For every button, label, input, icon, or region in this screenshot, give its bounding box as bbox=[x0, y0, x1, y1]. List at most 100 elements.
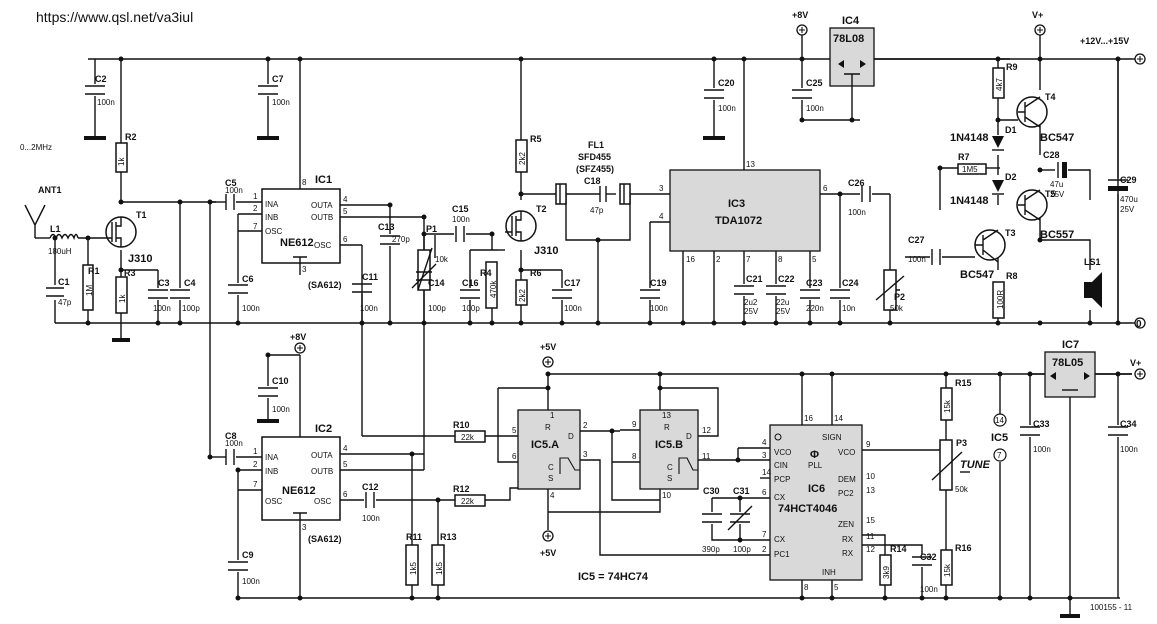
ic3-ref: IC3 bbox=[728, 198, 745, 210]
ic2-ne612: IC2 NE612 (SA612) INA INB OSC OUTA OUTB … bbox=[261, 423, 342, 544]
capacitors-30-ref-label: C31 bbox=[733, 486, 750, 496]
svg-text:12: 12 bbox=[866, 545, 875, 554]
capacitors-21-ref-label: C22 bbox=[778, 274, 795, 284]
resistor-r1: R1 1M bbox=[82, 264, 100, 311]
capacitors-13-value-label: 100p bbox=[428, 304, 446, 313]
capacitors-31-ref-label: C32 bbox=[920, 552, 937, 562]
resistor-r15: R15 15k bbox=[940, 378, 972, 421]
p2-ref: P2 bbox=[894, 292, 905, 302]
ground-symbols bbox=[84, 136, 1080, 618]
r6-value: 2k2 bbox=[518, 289, 527, 302]
capacitors-16-ref-label: C17 bbox=[564, 278, 581, 288]
ic7-78l05: IC7 78L05 bbox=[1044, 339, 1096, 398]
svg-text:7: 7 bbox=[253, 222, 258, 231]
ic3-part: TDA1072 bbox=[715, 215, 762, 227]
capacitors-12-value-label: 270p bbox=[392, 235, 410, 244]
ics-ic5a-pins-3-label: S bbox=[548, 474, 553, 483]
ic1-ref: IC1 bbox=[315, 174, 332, 186]
capacitors-9-value-label: 100n bbox=[272, 405, 290, 414]
capacitor-c24: C24 10n bbox=[830, 278, 859, 313]
r1-value: 1M bbox=[85, 285, 94, 296]
resistor-r9: R9 4k7 bbox=[992, 62, 1018, 99]
ics-ic6-pins-12-label: RX bbox=[842, 535, 854, 544]
fl1-part: SFD455 bbox=[578, 152, 611, 162]
svg-text:5: 5 bbox=[512, 426, 517, 435]
capacitors-30-value-label: 100p bbox=[733, 545, 751, 554]
p1-ref: P1 bbox=[426, 224, 437, 234]
capacitors-23-ref-label: C24 bbox=[842, 278, 859, 288]
rail-terminal-5v-bottom: +5V bbox=[540, 530, 556, 558]
svg-text:6: 6 bbox=[823, 184, 828, 193]
svg-text:2: 2 bbox=[253, 204, 258, 213]
capacitors-14-ref-label: C15 bbox=[452, 204, 469, 214]
capacitors-26-ref-label: C27 bbox=[908, 235, 925, 245]
capacitors-5-value-label: 100n bbox=[242, 304, 260, 313]
capacitors-26-value-label: 100n bbox=[908, 255, 926, 264]
capacitors-21-rating-label: 25V bbox=[776, 307, 791, 316]
ics-ic1-pins-3-label: OUTA bbox=[311, 201, 333, 210]
rail-terminal-8v-top: +8V bbox=[792, 10, 808, 59]
antenna-ref: ANT1 bbox=[38, 185, 62, 195]
ic5b-flipflop: IC5.B R D C S bbox=[639, 409, 699, 490]
svg-text:8: 8 bbox=[778, 255, 783, 264]
speaker-ref: LS1 bbox=[1084, 257, 1101, 267]
ic3-tda1072: IC3 TDA1072 bbox=[669, 169, 821, 252]
p3-value: 50k bbox=[955, 485, 969, 494]
ics-ic1-pins-0-label: INA bbox=[265, 200, 279, 209]
capacitors-23-value-label: 10n bbox=[842, 304, 855, 313]
ic1-ne612: IC1 NE612 (SA612) INA INB OSC OUTA OUTB … bbox=[261, 174, 342, 290]
ics-ic5b-pins-1-label: D bbox=[686, 432, 692, 441]
ic1-alt: (SA612) bbox=[308, 280, 342, 290]
resistor-r12: R12 22k bbox=[453, 484, 486, 507]
ics-ic6-pins-0-label: VCO bbox=[774, 448, 791, 457]
v8-label-mid: +8V bbox=[290, 332, 306, 342]
d1-part: 1N4148 bbox=[950, 132, 989, 144]
transistor-t1: T1 J310 bbox=[105, 210, 152, 265]
ic4-78l08: IC4 78L08 bbox=[829, 15, 875, 87]
ics-ic1-pins-5-label: OSC bbox=[314, 241, 332, 250]
svg-text:6: 6 bbox=[512, 452, 517, 461]
svg-text:4: 4 bbox=[762, 438, 767, 447]
r4-value: 470k bbox=[489, 280, 498, 298]
capacitors-33-ref-label: C34 bbox=[1120, 419, 1137, 429]
ics-ic6-pins-4-label: CX bbox=[774, 535, 786, 544]
v8-label-top: +8V bbox=[792, 10, 808, 20]
svg-text:5: 5 bbox=[834, 583, 839, 592]
svg-text:3: 3 bbox=[583, 450, 588, 459]
ics-ic5b-pins-0-label: R bbox=[664, 423, 670, 432]
ic6-ref: IC6 bbox=[808, 483, 825, 495]
ics-ic5a-pins-1-label: D bbox=[568, 432, 574, 441]
ics-ic2-pins-3-label: OUTA bbox=[311, 451, 333, 460]
r7-ref: R7 bbox=[958, 152, 970, 162]
pot-p3: P3 50k TUNE bbox=[931, 438, 991, 494]
svg-text:8: 8 bbox=[632, 452, 637, 461]
ics-ic1-pins-1-label: INB bbox=[265, 213, 278, 222]
svg-text:2: 2 bbox=[762, 545, 767, 554]
capacitors-33-value-label: 100n bbox=[1120, 445, 1138, 454]
resistor-r8: R8 100R bbox=[992, 271, 1018, 319]
capacitors-27-rating-label: 25V bbox=[1050, 190, 1065, 199]
svg-text:9: 9 bbox=[632, 420, 637, 429]
capacitors-20-value-label: 2u2 bbox=[744, 298, 758, 307]
svg-text:10: 10 bbox=[662, 491, 671, 500]
r4-ref: R4 bbox=[480, 268, 492, 278]
capacitors-10-ref-label: C11 bbox=[362, 272, 378, 282]
t3-part: BC547 bbox=[960, 269, 994, 281]
ic6-phi: Φ bbox=[810, 449, 819, 461]
resistor-r4: R4 470k bbox=[480, 261, 498, 309]
capacitors-2-ref-label: C3 bbox=[158, 278, 170, 288]
svg-text:13: 13 bbox=[662, 411, 671, 420]
svg-text:4: 4 bbox=[343, 444, 348, 453]
capacitors-0-value-label: 47p bbox=[58, 298, 72, 307]
ic7-part: 78L05 bbox=[1052, 357, 1083, 369]
antenna-ant1: 0...2MHz ANT1 bbox=[20, 143, 62, 238]
svg-text:7: 7 bbox=[746, 255, 751, 264]
v5-label-top: +5V bbox=[540, 342, 556, 352]
